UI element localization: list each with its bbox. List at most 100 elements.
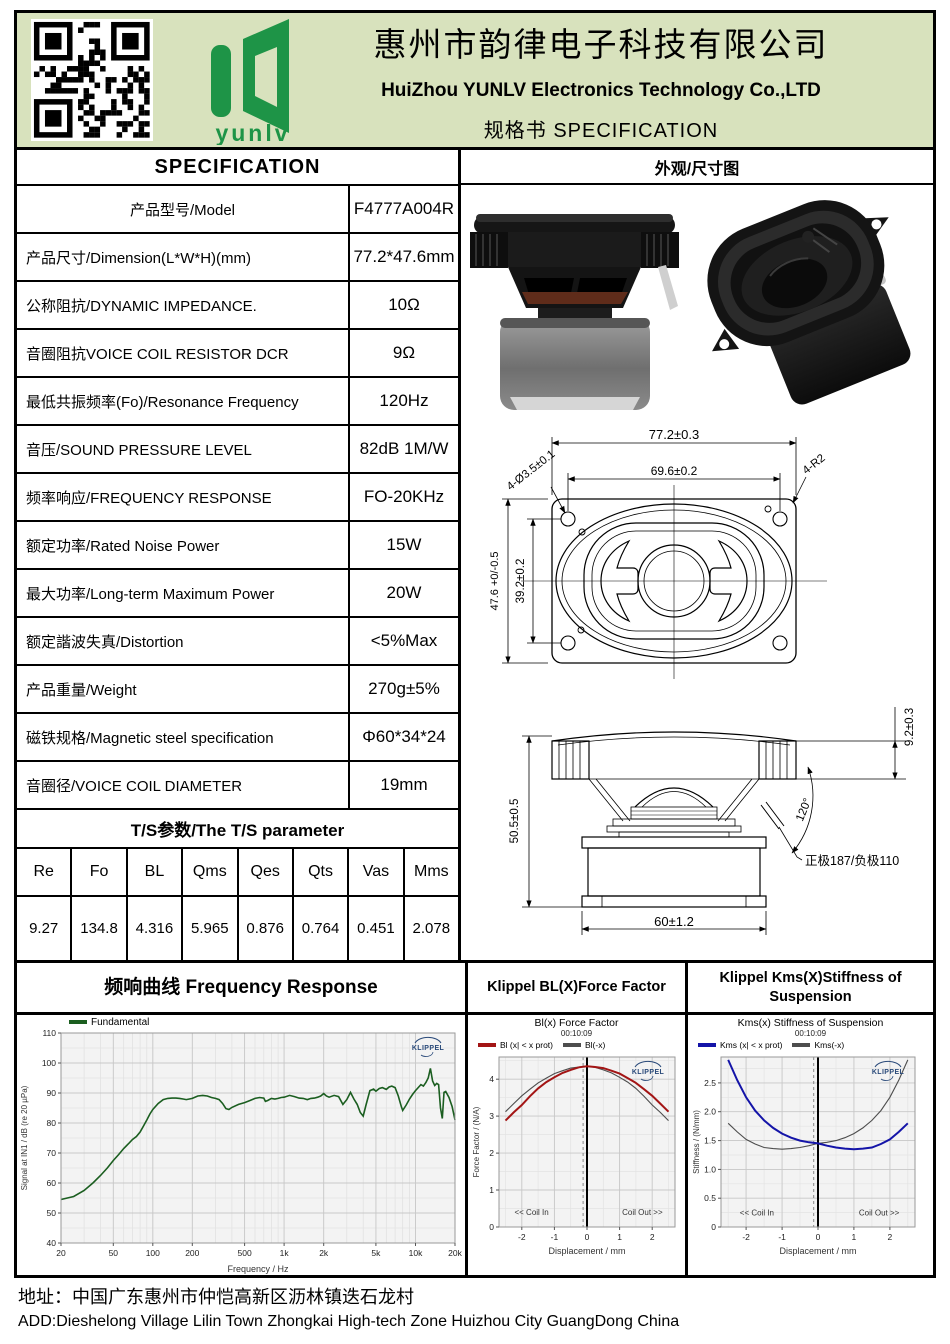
ts-value-cell: 9.27 <box>29 920 59 937</box>
spec-value: 10Ω <box>348 282 458 328</box>
legend-label: Bl (x| < x prot) <box>500 1040 553 1050</box>
svg-text:0: 0 <box>489 1222 494 1232</box>
svg-text:4: 4 <box>489 1074 494 1084</box>
svg-text:1: 1 <box>852 1232 857 1242</box>
legend-label: Bl(-x) <box>584 1040 606 1050</box>
svg-text:50: 50 <box>47 1208 57 1218</box>
ts-header-cell: Qms <box>181 849 236 895</box>
svg-text:<< Coil In: << Coil In <box>740 1209 774 1218</box>
legend-label: Kms (x| < x prot) <box>720 1040 783 1050</box>
spec-label: 音压/SOUND PRESSURE LEVEL <box>26 441 252 459</box>
product-photos <box>461 185 933 423</box>
svg-text:60: 60 <box>47 1178 57 1188</box>
product-photo-side <box>470 214 679 410</box>
spec-value: <5%Max <box>348 618 458 664</box>
svg-text:70: 70 <box>47 1148 57 1158</box>
speaker-logo-icon: yunlv <box>211 19 290 145</box>
doc-title: 规格书 SPECIFICATION <box>483 119 719 142</box>
svg-text:Stiffness / (N/mm): Stiffness / (N/mm) <box>692 1110 701 1174</box>
spec-label: 音圈径/VOICE COIL DIAMETER <box>26 777 243 795</box>
spec-row: 公称阻抗/DYNAMIC IMPEDANCE. 10Ω <box>17 282 458 330</box>
bl-legend: Bl (x| < x prot) Bl(-x) <box>478 1039 685 1050</box>
kms-legend: Kms (x| < x prot) Kms(-x) <box>698 1039 933 1050</box>
spec-label: 公称阻抗/DYNAMIC IMPEDANCE. <box>26 297 257 315</box>
qr-code <box>31 19 153 141</box>
spec-label: 最大功率/Long-term Maximum Power <box>26 585 275 603</box>
spec-label: 最低共振频率(Fo)/Resonance Frequency <box>26 393 299 411</box>
svg-text:40: 40 <box>47 1238 57 1248</box>
svg-text:2: 2 <box>888 1232 893 1242</box>
svg-text:-2: -2 <box>742 1232 750 1242</box>
ts-header-cell: Qts <box>291 849 347 895</box>
company-logo: yunlv <box>197 15 309 145</box>
spec-row: 产品重量/Weight 270g±5% <box>17 666 458 714</box>
spec-row: 额定功率/Rated Noise Power 15W <box>17 522 458 570</box>
spec-label: 产品重量/Weight <box>26 681 137 699</box>
dim-width-total: 77.2±0.3 <box>649 427 700 442</box>
ts-value-cell: 5.965 <box>181 897 236 960</box>
svg-text:10k: 10k <box>409 1248 423 1258</box>
logo-wordmark: yunlv <box>215 120 290 145</box>
spec-row: 产品型号/Model F4777A004R <box>17 186 458 234</box>
spec-value: Φ60*34*24 <box>348 714 458 760</box>
svg-text:500: 500 <box>238 1248 252 1258</box>
svg-text:20k: 20k <box>448 1248 462 1258</box>
ts-value-cell: 0.876 <box>236 897 292 960</box>
legend-swatch <box>792 1043 811 1047</box>
dim-magnet-width: 60±1.2 <box>654 914 694 929</box>
bl-chart-timestamp: 00:10:09 <box>560 1029 593 1038</box>
spec-label: 音圈阻抗VOICE COIL RESISTOR DCR <box>26 345 289 363</box>
ts-header-cell: Fo <box>70 849 125 895</box>
ts-value-cell: 134.8 <box>70 897 125 960</box>
ts-header-cell: Qes <box>236 849 292 895</box>
spec-label: 产品型号/Model <box>129 201 236 219</box>
spec-label: 额定諧波失真/Distortion <box>26 633 184 651</box>
svg-text:2: 2 <box>650 1232 655 1242</box>
product-photo-angled <box>707 200 911 405</box>
spec-label: 磁铁规格/Magnetic steel specification <box>26 729 274 747</box>
dim-height-total: 47.6 +0/-0.5 <box>489 551 501 610</box>
svg-text:0: 0 <box>585 1232 590 1242</box>
ts-value-cell: 0.451 <box>347 897 402 960</box>
svg-text:100: 100 <box>146 1248 160 1258</box>
svg-text:1.5: 1.5 <box>704 1136 716 1146</box>
svg-text:0: 0 <box>711 1222 716 1232</box>
dim-terminal-angle: 120° <box>794 797 814 824</box>
spec-value: 15W <box>348 522 458 568</box>
legend-swatch <box>478 1043 496 1047</box>
fr-legend: Fundamental <box>69 1016 159 1028</box>
bl-panel-title: Klippel BL(X)Force Factor <box>468 963 685 1015</box>
svg-text:Coil Out >>: Coil Out >> <box>859 1209 900 1218</box>
svg-text:2k: 2k <box>319 1248 329 1258</box>
svg-text:2.0: 2.0 <box>704 1107 716 1117</box>
svg-text:Displacement / mm: Displacement / mm <box>548 1246 625 1256</box>
svg-text:Coil Out >>: Coil Out >> <box>622 1208 663 1217</box>
legend-item: Bl (x| < x prot) <box>478 1040 553 1050</box>
dim-side-height: 50.5±0.5 <box>509 799 521 844</box>
spec-value: 270g±5% <box>348 666 458 712</box>
kms-panel: Klippel Kms(X)Stiffness of Suspension Km… <box>688 963 933 1275</box>
spec-row: 磁铁规格/Magnetic steel specification Φ60*34*… <box>17 714 458 762</box>
svg-text:20: 20 <box>56 1248 66 1258</box>
svg-text:0.5: 0.5 <box>704 1193 716 1203</box>
spec-value: 82dB 1M/W <box>348 426 458 472</box>
svg-text:Signal at IN1 / dB (re 20 µPa): Signal at IN1 / dB (re 20 µPa) <box>20 1085 29 1190</box>
legend-label: Kms(-x) <box>814 1040 845 1050</box>
svg-text:KLIPPEL: KLIPPEL <box>872 1069 905 1076</box>
legend-item: Kms(-x) <box>792 1040 844 1050</box>
spec-value: 19mm <box>348 762 458 808</box>
svg-text:KLIPPEL: KLIPPEL <box>412 1045 445 1052</box>
spec-label: 额定功率/Rated Noise Power <box>26 537 220 555</box>
spec-label: 频率响应/FREQUENCY RESPONSE <box>26 489 272 507</box>
spec-value: F4777A004R <box>348 186 458 232</box>
